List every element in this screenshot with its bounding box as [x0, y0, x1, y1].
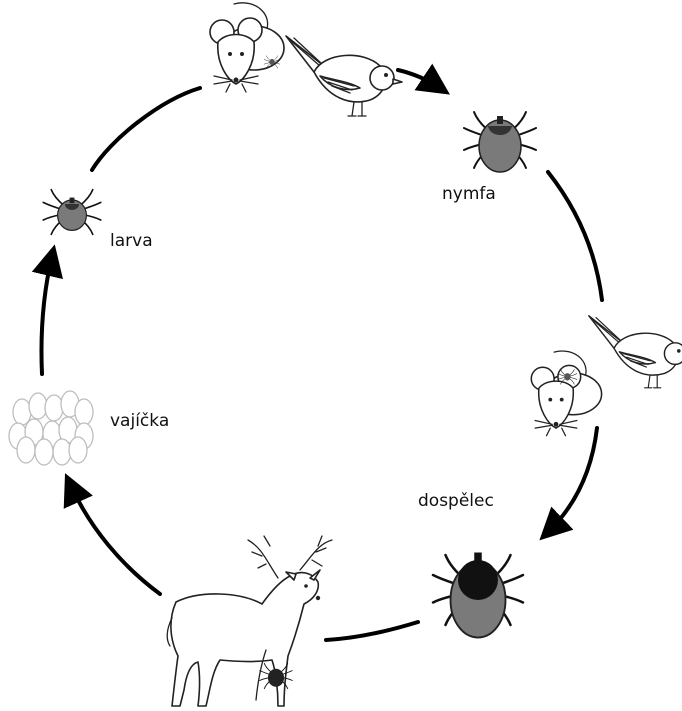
arrow-deer-to-eggs: [70, 484, 160, 594]
arrow-to-adult: [548, 428, 597, 532]
arrow-nymph-to-host: [548, 172, 602, 300]
mouse-icon: [531, 351, 601, 436]
adult-label: dospělec: [418, 491, 494, 511]
nymph-label: nymfa: [442, 184, 496, 204]
arrow-to-nymph: [398, 70, 440, 88]
eggs-label: vajíčka: [110, 411, 169, 431]
arrow-adult-to-deer: [326, 622, 418, 640]
adult-tick-icon: [433, 553, 523, 638]
bird-icon: [286, 36, 402, 116]
nymph-tick-icon: [464, 112, 536, 172]
bird-icon: [589, 316, 682, 388]
deer-icon: [167, 536, 332, 706]
arrow-eggs-to-larva: [41, 256, 52, 374]
larva-tick-icon: [43, 190, 101, 235]
arrow-larva-to-host: [92, 88, 200, 170]
mouse-icon: [210, 3, 284, 92]
larva-label: larva: [110, 231, 153, 251]
eggs-icon: [9, 391, 93, 465]
